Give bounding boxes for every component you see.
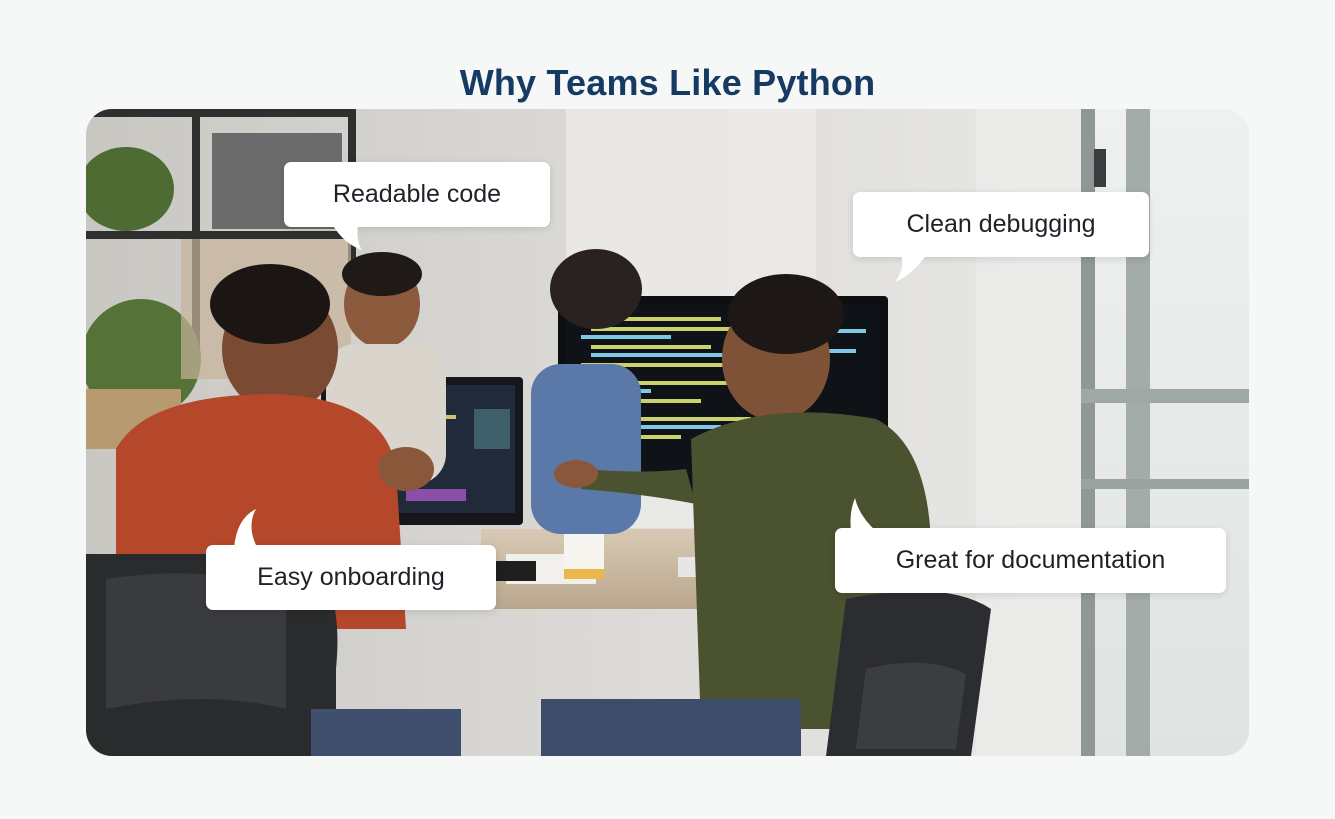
callout-label: Readable code xyxy=(332,180,502,208)
callout-easy-onboarding: Easy onboarding xyxy=(206,509,496,610)
callout-great-for-documentation: Great for documentation xyxy=(835,498,1226,593)
callout-tail xyxy=(895,254,927,282)
callout-label: Clean debugging xyxy=(906,210,1096,238)
callout-label: Great for documentation xyxy=(895,546,1166,574)
callout-label: Easy onboarding xyxy=(257,563,445,591)
callout-clean-debugging: Clean debugging xyxy=(853,192,1149,282)
callout-tail xyxy=(234,509,258,549)
callout-tail xyxy=(332,224,362,250)
callout-tail xyxy=(850,498,877,532)
callout-readable-code: Readable code xyxy=(284,162,550,250)
page-title: Why Teams Like Python xyxy=(459,62,876,104)
